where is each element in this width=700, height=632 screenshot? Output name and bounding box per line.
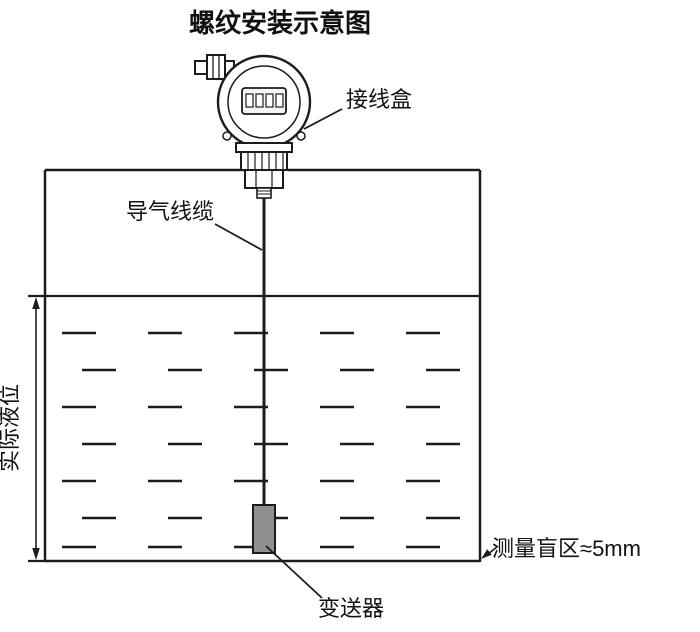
level-transmitter-device	[194, 54, 312, 199]
actual-level-label: 实际液位	[0, 384, 22, 472]
device-flange	[235, 142, 293, 153]
display-digits	[245, 93, 284, 108]
transmitter-leader	[265, 545, 323, 599]
display-digit	[265, 93, 274, 108]
air-cable-label: 导气线缆	[126, 199, 214, 224]
thread-nipple	[256, 187, 272, 199]
gland-tip	[194, 60, 208, 75]
tank-outline	[43, 168, 482, 563]
gland-body	[206, 54, 226, 80]
dimension-arrow-top	[32, 297, 40, 309]
air-cable-callout: 导气线缆	[126, 199, 263, 251]
device-body-ribs	[247, 152, 284, 170]
junction-box-label: 接线盒	[346, 87, 412, 112]
display-digit	[245, 93, 254, 108]
dimension-line-group: 实际液位	[0, 297, 40, 560]
blind-zone-callout: 测量盲区≈5mm	[481, 536, 641, 561]
blind-zone-label: 测量盲区≈5mm	[492, 536, 641, 561]
head-screw-right	[296, 131, 306, 141]
display-digit	[275, 93, 284, 108]
display-digit	[255, 93, 264, 108]
head-screw-left	[222, 131, 232, 141]
junction-box-callout: 接线盒	[303, 87, 412, 130]
transmitter-label: 变送器	[318, 596, 384, 621]
air-cable-leader	[214, 223, 263, 251]
probe-body	[252, 504, 276, 554]
transmitter-callout: 变送器	[265, 545, 384, 621]
diagram-title: 螺纹安装示意图	[189, 8, 371, 38]
blind-zone-arrow	[481, 549, 492, 559]
cable-gland	[194, 54, 235, 80]
junction-box-leader	[303, 108, 343, 130]
hex-nut	[244, 169, 284, 189]
dimension-arrow-bottom	[32, 548, 40, 560]
